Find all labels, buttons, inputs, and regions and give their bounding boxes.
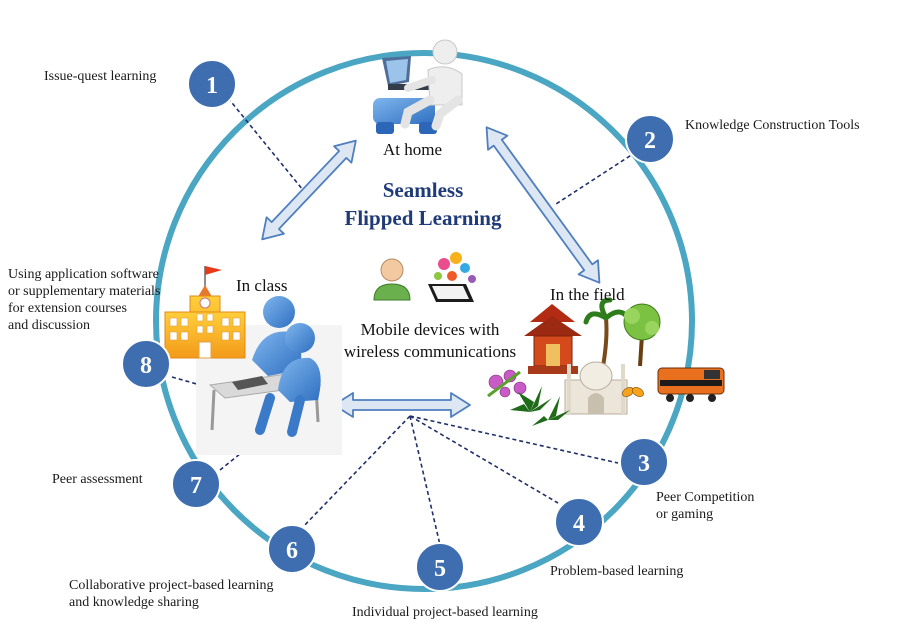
node-5[interactable]: 5: [415, 542, 465, 592]
field-trip-collage-icon: [487, 297, 725, 426]
diagram-title: Seamless Flipped Learning: [318, 176, 528, 232]
node-number: 6: [286, 538, 298, 564]
node-number: 5: [434, 556, 446, 582]
numbered-nodes: 1 2 3 4 5 6 7 8: [121, 59, 675, 592]
node-label-8: Using application software or supplement…: [8, 267, 161, 333]
arrow-home-field: [485, 126, 601, 284]
node-number: 7: [190, 473, 202, 499]
connector-lines: [171, 97, 637, 546]
node-1[interactable]: 1: [187, 59, 237, 109]
node-2[interactable]: 2: [625, 114, 675, 164]
user-and-tablet-icon: [373, 252, 476, 302]
title-line-1: Seamless: [382, 178, 464, 202]
node-label-4: Problem-based learning: [550, 564, 684, 579]
title-line-2: Flipped Learning: [344, 206, 502, 230]
mobile-line-1: Mobile devices with: [360, 320, 500, 339]
node-label-5: Individual project-based learning: [352, 605, 538, 620]
node-label-1: Issue-quest learning: [44, 69, 157, 84]
node-7[interactable]: 7: [171, 459, 221, 509]
place-label-class: In class: [236, 276, 288, 295]
node-label-7: Peer assessment: [52, 472, 143, 487]
double-arrows: [261, 126, 601, 418]
node-label-6: Collaborative project-based learning and…: [69, 578, 274, 610]
node-label-2: Knowledge Construction Tools: [685, 118, 860, 133]
person-at-laptop-icon: [373, 39, 463, 134]
node-4[interactable]: 4: [554, 497, 604, 547]
node-3[interactable]: 3: [619, 437, 669, 487]
node-number: 2: [644, 128, 656, 154]
place-label-field: In the field: [550, 285, 625, 304]
place-label-home: At home: [383, 140, 443, 159]
node-6[interactable]: 6: [267, 524, 317, 574]
mobile-line-2: wireless communications: [343, 342, 517, 361]
node-label-3: Peer Competition or gaming: [656, 490, 755, 522]
outer-ring: [153, 50, 695, 592]
school-and-students-icon: [164, 266, 342, 455]
node-number: 3: [638, 451, 650, 477]
node-number: 4: [573, 511, 585, 537]
arrow-class-field: [333, 392, 471, 418]
node-8[interactable]: 8: [121, 339, 171, 389]
node-number: 1: [206, 73, 218, 99]
mobile-devices-text: Mobile devices with wireless communicati…: [330, 319, 530, 363]
node-number: 8: [140, 353, 152, 379]
arrow-home-class: [261, 139, 357, 241]
